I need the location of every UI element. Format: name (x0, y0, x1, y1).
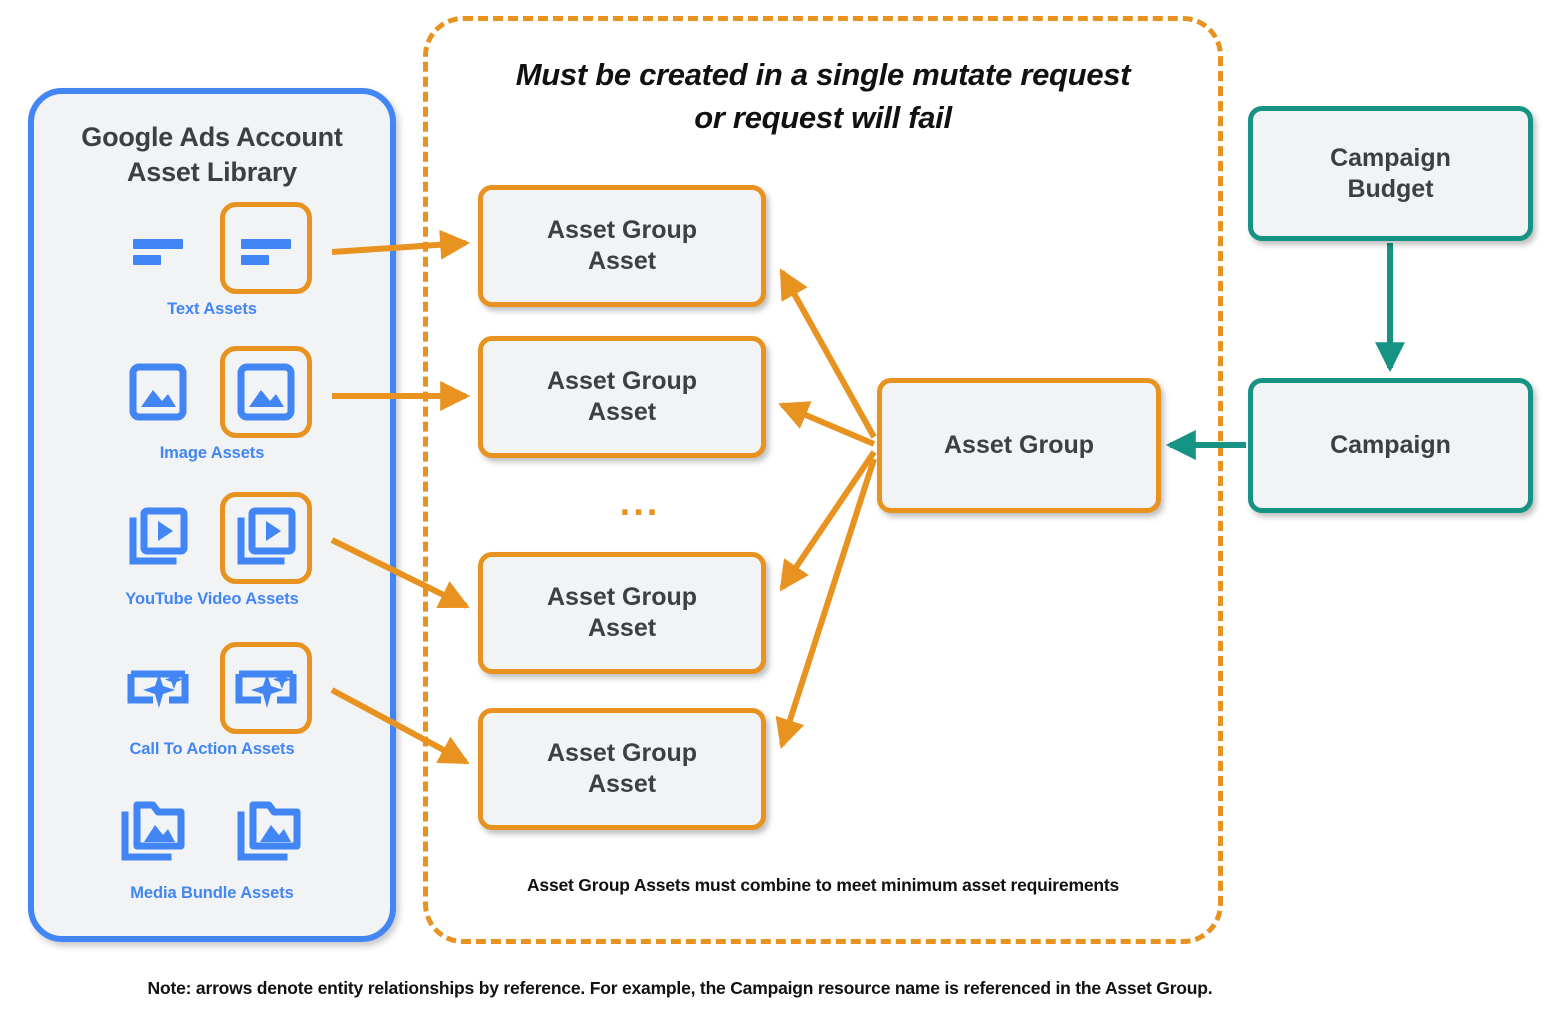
call-to-action-sparkle-icon (112, 642, 204, 734)
mutate-request-container (423, 16, 1223, 944)
footer-note: Note: arrows denote entity relationships… (147, 978, 1213, 998)
aga-4-line2: Asset (587, 770, 657, 798)
library-caption-text-assets: Text Assets (167, 300, 257, 318)
library-row-image-assets[interactable]: Image Assets (34, 346, 390, 463)
asset-group-label: Asset Group (943, 431, 1095, 459)
campaign-node[interactable]: Campaign (1248, 378, 1533, 513)
aga-1-line1: Asset Group (546, 216, 698, 244)
mutate-footnote: Asset Group Assets must combine to meet … (526, 875, 1119, 895)
campaign-budget-node[interactable]: Campaign Budget (1248, 106, 1533, 241)
aga-3-line1: Asset Group (546, 583, 698, 611)
campaign-label: Campaign (1330, 431, 1451, 459)
mutate-heading-line1: Must be created in a single mutate reque… (515, 57, 1131, 92)
call-to-action-sparkle-icon-selected[interactable] (220, 642, 312, 734)
aga-2-line2: Asset (587, 398, 657, 426)
video-stack-icon-selected[interactable] (220, 492, 312, 584)
campaign-budget-line2: Budget (1347, 174, 1434, 203)
mutate-heading-line2: or request will fail (694, 99, 952, 135)
aga-3-line2: Asset (587, 614, 657, 642)
video-stack-icon (112, 492, 204, 584)
library-caption-video-assets: YouTube Video Assets (125, 590, 299, 608)
library-title-line1: Google Ads Account (81, 122, 343, 152)
asset-group-asset-node-1[interactable]: Asset Group Asset (478, 185, 766, 307)
library-title: Google Ads Account Asset Library (34, 120, 390, 189)
library-row-cta-assets[interactable]: Call To Action Assets (34, 642, 390, 759)
media-bundle-folder-icon (108, 786, 200, 878)
aga-1-line2: Asset (587, 247, 657, 275)
image-icon (112, 346, 204, 438)
media-bundle-folder-icon-2 (224, 786, 316, 878)
library-caption-cta-assets: Call To Action Assets (129, 740, 295, 758)
asset-library-panel: Google Ads Account Asset Library (28, 88, 396, 942)
library-caption-media-bundle-assets: Media Bundle Assets (130, 884, 294, 902)
aga-2-line1: Asset Group (546, 367, 698, 395)
library-row-text-assets[interactable]: Text Assets (34, 202, 390, 319)
library-row-video-assets[interactable]: YouTube Video Assets (34, 492, 390, 609)
library-caption-image-assets: Image Assets (159, 444, 265, 462)
campaign-budget-line1: Campaign (1330, 143, 1451, 172)
asset-group-asset-node-4[interactable]: Asset Group Asset (478, 708, 766, 830)
text-lines-icon (112, 202, 204, 294)
mutate-heading: Must be created in a single mutate reque… (437, 54, 1209, 140)
image-icon-selected[interactable] (220, 346, 312, 438)
library-title-line2: Asset Library (127, 156, 297, 187)
library-row-media-bundle-assets[interactable]: Media Bundle Assets (34, 786, 390, 903)
aga-4-line1: Asset Group (546, 739, 698, 767)
ellipsis-indicator: ... (619, 482, 661, 524)
asset-group-asset-node-2[interactable]: Asset Group Asset (478, 336, 766, 458)
text-lines-icon-selected[interactable] (220, 202, 312, 294)
asset-group-node[interactable]: Asset Group (877, 378, 1161, 513)
asset-group-asset-node-3[interactable]: Asset Group Asset (478, 552, 766, 674)
